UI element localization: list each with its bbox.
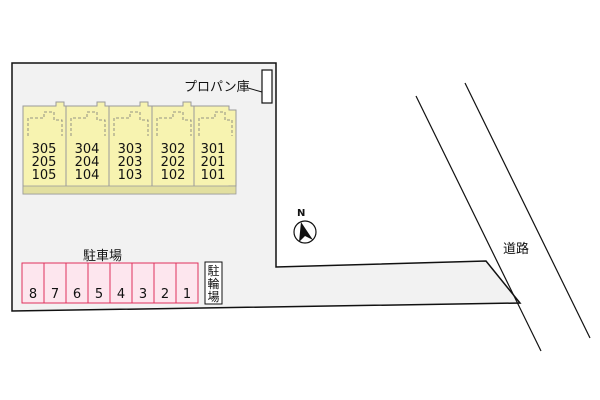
- parking-space-number: 2: [161, 287, 169, 302]
- building-interior-dash: [70, 111, 106, 136]
- parking-space-number: 4: [117, 287, 125, 302]
- parking-label: 駐車場: [83, 249, 122, 264]
- unit-1f: 103: [118, 168, 143, 183]
- unit-1f: 101: [201, 168, 226, 183]
- building-interior-dash: [198, 111, 233, 136]
- bicycle-label-char: 輪: [207, 276, 219, 291]
- unit-3f: 302: [161, 142, 186, 157]
- road: 道路: [415, 82, 591, 352]
- parking-space-number: 3: [139, 287, 147, 302]
- propane-label: プロパン庫: [184, 80, 250, 95]
- building-row: 305 205 105 304 204 104 303 203 103 302 …: [22, 101, 237, 195]
- road-edge-right: [464, 82, 591, 339]
- building-unit-group: 304 204 104: [65, 101, 110, 195]
- unit-1f: 105: [32, 168, 57, 183]
- unit-2f: 201: [201, 155, 226, 170]
- building-unit-group: 302 202 102: [151, 101, 195, 195]
- parking-space-number: 7: [51, 287, 59, 302]
- parking-space: [175, 262, 199, 304]
- building-unit-group: 303 203 103: [108, 101, 153, 195]
- propane-leader-line: [247, 87, 263, 93]
- unit-1f: 102: [161, 168, 186, 183]
- building-interior-dash: [156, 111, 192, 136]
- unit-3f: 305: [32, 142, 57, 157]
- building-unit-group: 301 201 101: [193, 105, 237, 195]
- road-label: 道路: [503, 241, 529, 257]
- unit-2f: 205: [32, 155, 57, 170]
- compass-north-label: N: [297, 208, 305, 219]
- building-base-strip: [22, 185, 237, 195]
- parking-space-number: 1: [183, 287, 191, 302]
- building-interior-dash: [113, 111, 149, 136]
- unit-3f: 304: [75, 142, 100, 157]
- unit-2f: 203: [118, 155, 143, 170]
- unit-2f: 204: [75, 155, 100, 170]
- north-compass: N: [293, 208, 317, 244]
- propane-storage: プロパン庫: [184, 69, 273, 104]
- unit-1f: 104: [75, 168, 100, 183]
- bicycle-label-char: 場: [207, 290, 219, 304]
- parking-space-number: 8: [29, 287, 37, 302]
- parking-space-number: 5: [95, 287, 103, 302]
- unit-3f: 303: [118, 142, 143, 157]
- bicycle-parking: 駐 輪 場: [204, 261, 223, 305]
- unit-3f: 301: [201, 142, 226, 157]
- building-unit-group: 305 205 105: [22, 101, 67, 195]
- unit-2f: 202: [161, 155, 186, 170]
- propane-shed: [261, 69, 273, 104]
- building-interior-dash: [27, 111, 63, 136]
- compass-needle: [299, 222, 313, 242]
- bicycle-parking-box: [204, 261, 223, 305]
- parking-space-number: 6: [73, 287, 81, 302]
- bicycle-label-char: 駐: [207, 263, 219, 278]
- road-edge-left: [415, 95, 542, 352]
